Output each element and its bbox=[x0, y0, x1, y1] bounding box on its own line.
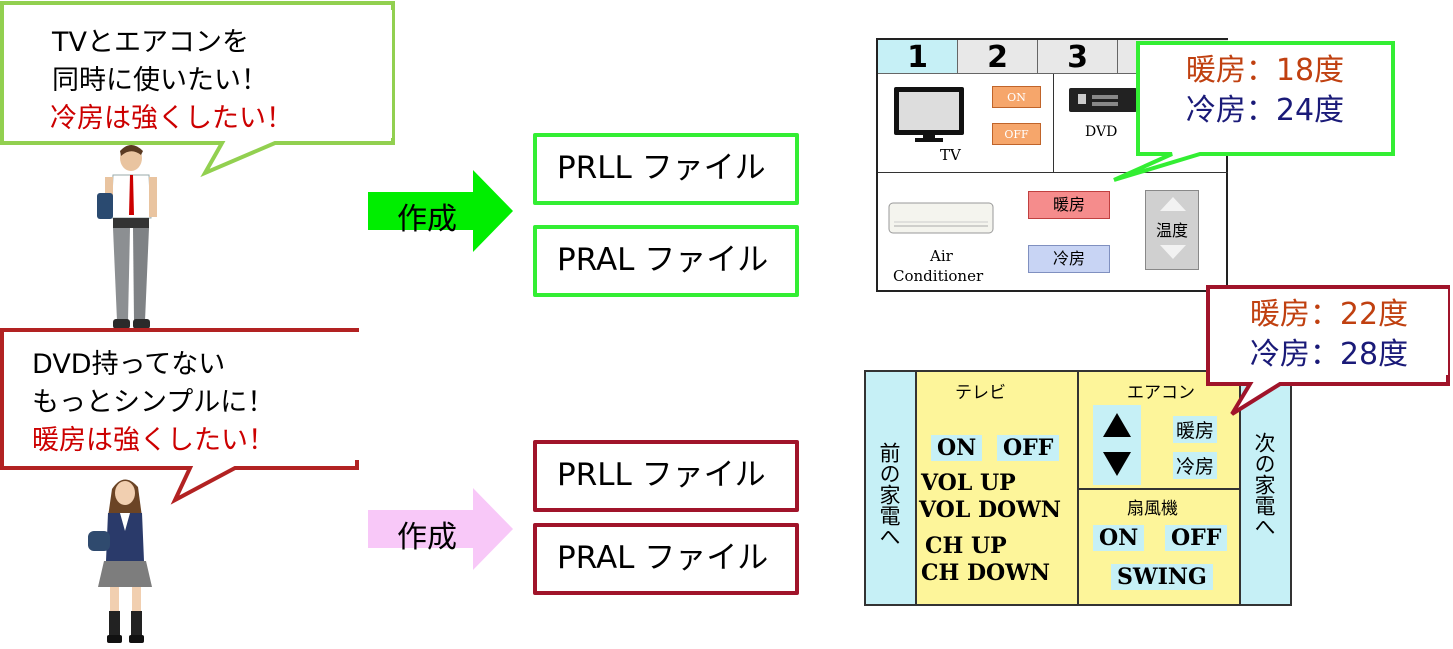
temp-top-cool: 冷房：24度 bbox=[1185, 93, 1345, 128]
arrow-bottom-label: 作成 bbox=[397, 520, 457, 555]
air-conditioner-icon bbox=[888, 202, 994, 234]
tv-off-button[interactable]: OFF bbox=[992, 123, 1041, 145]
temp-bottom-heat: 暖房：22度 bbox=[1249, 297, 1409, 332]
prev-appliance-label: 前の家電へ bbox=[877, 442, 901, 547]
aircon-panel: エアコン 暖房 冷房 bbox=[1077, 370, 1241, 490]
divider-horizontal bbox=[878, 172, 1228, 173]
vol-down-button[interactable]: VOL DOWN bbox=[919, 497, 1062, 523]
tv-on-button[interactable]: ON bbox=[992, 86, 1041, 108]
temp-bottom-cool: 冷房：28度 bbox=[1249, 337, 1409, 372]
file-prll-top: PRLL ファイル bbox=[533, 133, 799, 205]
male-bubble-line3: 冷房は強くしたい！ bbox=[50, 103, 293, 134]
ch-up-button[interactable]: CH UP bbox=[925, 533, 1007, 559]
temp-up-icon[interactable] bbox=[1158, 195, 1188, 213]
temp-callout-bottom: 暖房：22度 冷房：28度 bbox=[1210, 289, 1448, 375]
aircon-down-icon[interactable] bbox=[1101, 450, 1133, 478]
female-speech-bubble: DVD持ってない もっとシンプルに！ 暖房は強くしたい！ bbox=[32, 332, 362, 460]
fan-panel: 扇風機 ON OFF SWING bbox=[1077, 488, 1241, 606]
vol-up-button[interactable]: VOL UP bbox=[921, 470, 1016, 496]
temperature-control[interactable]: 温度 bbox=[1145, 190, 1199, 270]
aircon-arrows[interactable] bbox=[1093, 405, 1141, 485]
temperature-label: 温度 bbox=[1155, 221, 1188, 240]
tv-icon bbox=[894, 87, 964, 142]
arrow-top-label: 作成 bbox=[397, 202, 457, 237]
male-speech-bubble: TVとエアコンを 同時に使いたい！ 冷房は強くしたい！ bbox=[50, 10, 392, 138]
file-prll-bottom: PRLL ファイル bbox=[533, 440, 799, 512]
female-bubble-line3: 暖房は強くしたい！ bbox=[32, 425, 275, 456]
male-student-figure bbox=[97, 145, 157, 329]
fan-swing-button[interactable]: SWING bbox=[1111, 564, 1213, 590]
arrow-bottom bbox=[368, 488, 513, 570]
dvd-label: DVD bbox=[1085, 124, 1118, 140]
ac-label-line1: Air bbox=[930, 247, 953, 265]
next-appliance-label: 次の家電へ bbox=[1252, 432, 1276, 537]
fan-off-button[interactable]: OFF bbox=[1165, 525, 1228, 551]
female-student-figure bbox=[88, 479, 152, 643]
file-pral-bottom: PRAL ファイル bbox=[533, 523, 799, 595]
tv-label: TV bbox=[940, 146, 961, 164]
female-bubble-line2: もっとシンプルに！ bbox=[32, 387, 275, 418]
fan-panel-title: 扇風機 bbox=[1127, 499, 1178, 519]
heat-button[interactable]: 暖房 bbox=[1028, 191, 1110, 219]
tv-on-button-2[interactable]: ON bbox=[931, 435, 983, 461]
file-pral-top: PRAL ファイル bbox=[533, 225, 799, 297]
aircon-cool-button[interactable]: 冷房 bbox=[1173, 452, 1218, 479]
dvd-icon bbox=[1069, 88, 1137, 112]
tab-3[interactable]: 3 bbox=[1038, 40, 1118, 75]
ac-label-line2: Conditioner bbox=[893, 267, 984, 285]
female-bubble-line1: DVD持ってない bbox=[32, 349, 226, 380]
temp-callout-top: 暖房：18度 冷房：24度 bbox=[1140, 45, 1390, 131]
temp-top-heat: 暖房：18度 bbox=[1185, 53, 1345, 88]
tv-off-button-2[interactable]: OFF bbox=[997, 435, 1060, 461]
tab-2[interactable]: 2 bbox=[958, 40, 1038, 75]
fan-on-button[interactable]: ON bbox=[1093, 525, 1145, 551]
male-bubble-line1: TVとエアコンを bbox=[52, 27, 249, 58]
divider-vertical bbox=[1053, 74, 1054, 172]
arrow-top bbox=[368, 170, 513, 252]
ch-down-button[interactable]: CH DOWN bbox=[921, 560, 1051, 586]
tab-1[interactable]: 1 bbox=[878, 40, 958, 75]
male-bubble-line2: 同時に使いたい！ bbox=[52, 65, 268, 96]
temp-down-icon[interactable] bbox=[1158, 243, 1188, 261]
tv-panel-title: テレビ bbox=[955, 383, 1006, 403]
cool-button[interactable]: 冷房 bbox=[1028, 245, 1110, 273]
tv-panel: テレビ ON OFF VOL UP VOL DOWN CH UP CH DOWN bbox=[915, 370, 1079, 606]
aircon-up-icon[interactable] bbox=[1101, 411, 1133, 439]
prev-appliance-button[interactable]: 前の家電へ bbox=[864, 370, 917, 606]
aircon-panel-title: エアコン bbox=[1127, 383, 1195, 403]
aircon-heat-button[interactable]: 暖房 bbox=[1173, 416, 1218, 443]
